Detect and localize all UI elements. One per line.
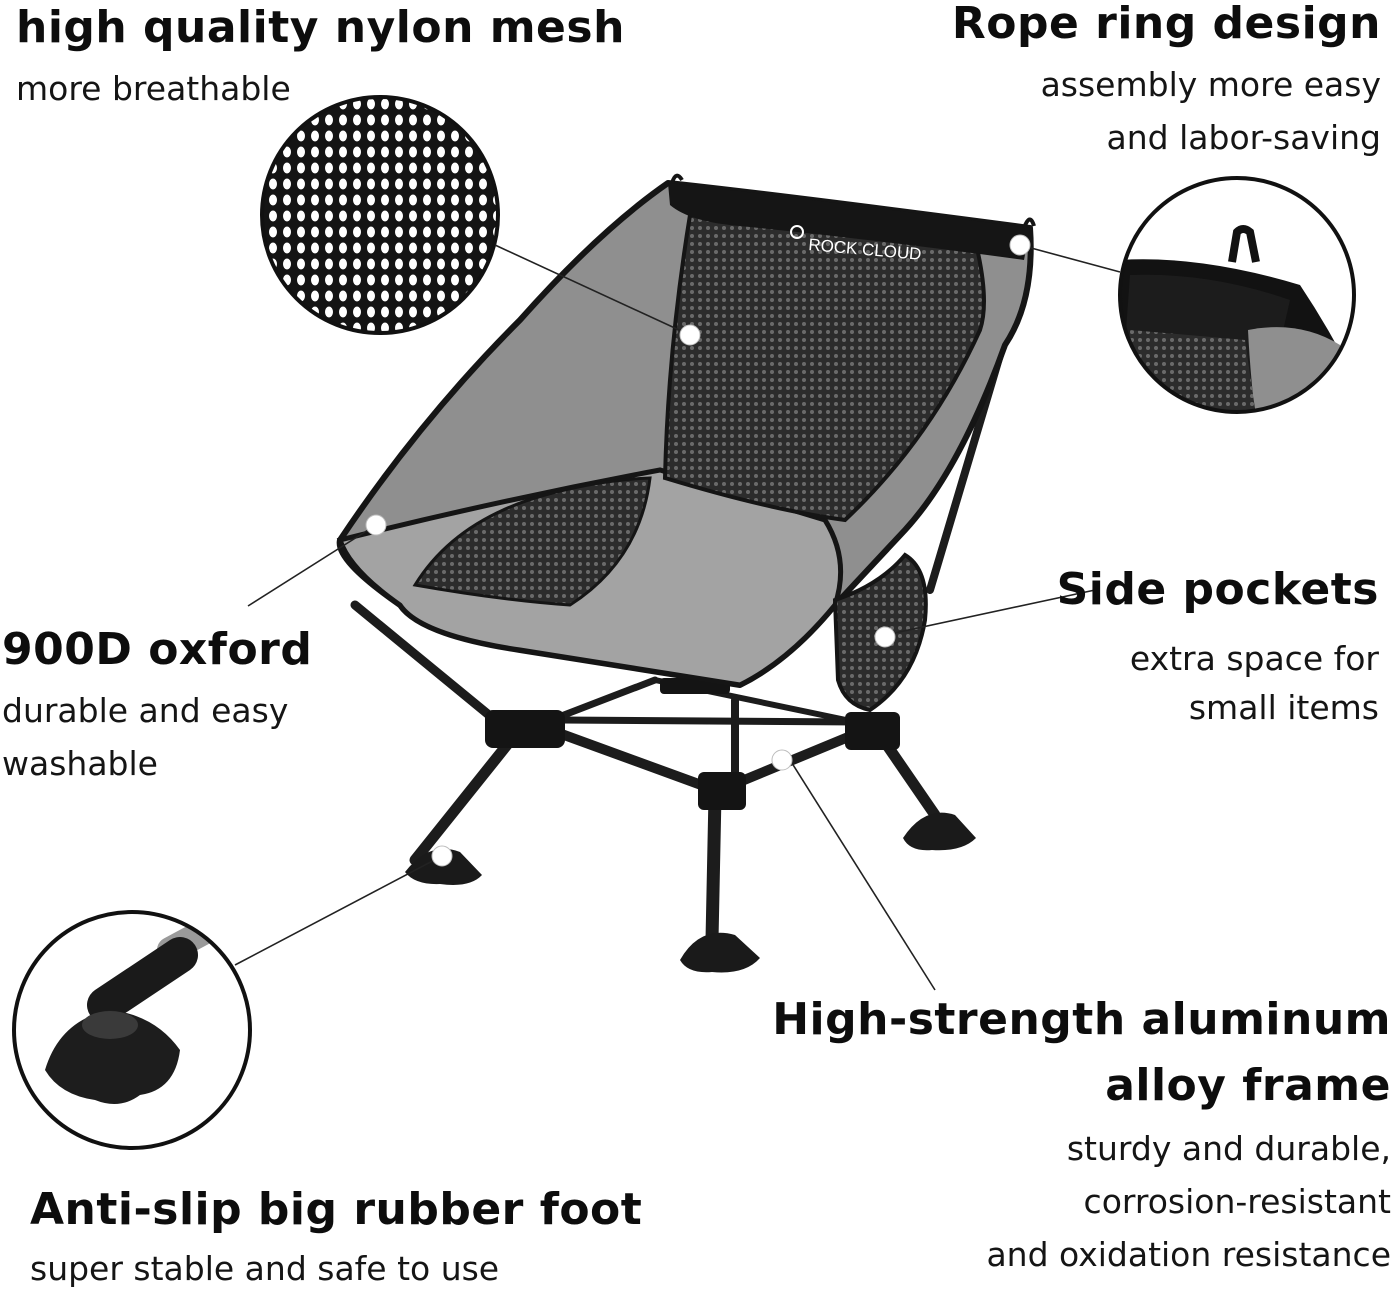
rubber-foot-closeup	[12, 910, 252, 1150]
feature-frame-desc-2: corrosion-resistant	[1083, 1182, 1391, 1221]
feature-oxford-desc-1: durable and easy	[2, 691, 289, 730]
marker-dots	[365, 234, 1031, 867]
feature-frame-desc-3: and oxidation resistance	[986, 1235, 1391, 1274]
feature-mesh: high quality nylon mesh more breathable	[16, 2, 625, 108]
feature-frame-desc-1: sturdy and durable,	[1066, 1129, 1391, 1168]
rubber-feet	[405, 812, 976, 973]
feature-foot-title: Anti-slip big rubber foot	[30, 1184, 643, 1235]
feature-rope-title: Rope ring design	[951, 0, 1381, 49]
top-binding	[668, 183, 1030, 260]
feature-pockets-desc-2: small items	[1188, 688, 1379, 727]
leader-lines	[234, 244, 1121, 991]
feature-frame: High-strength aluminum alloy frame sturd…	[772, 994, 1391, 1274]
feature-oxford-desc-2: washable	[2, 744, 158, 783]
feature-pockets: Side pockets extra space for small items	[1056, 564, 1379, 727]
feature-foot-desc: super stable and safe to use	[30, 1249, 500, 1288]
feature-mesh-title: high quality nylon mesh	[16, 2, 625, 53]
feature-pockets-desc-1: extra space for	[1129, 639, 1379, 678]
feature-oxford: 900D oxford durable and easy washable	[2, 624, 313, 783]
rope-ring-closeup	[1118, 176, 1356, 414]
feature-rope: Rope ring design assembly more easy and …	[951, 0, 1381, 157]
feature-rope-desc-2: and labor-saving	[1106, 118, 1381, 157]
feature-rope-desc-1: assembly more easy	[1040, 65, 1381, 104]
feature-mesh-desc: more breathable	[16, 69, 291, 108]
feature-foot: Anti-slip big rubber foot super stable a…	[30, 1184, 643, 1288]
seat-mesh-panel	[412, 476, 652, 607]
mesh-closeup	[260, 95, 500, 335]
feature-pockets-title: Side pockets	[1056, 564, 1379, 615]
feature-frame-title-1: High-strength aluminum	[772, 994, 1391, 1045]
feature-frame-title-2: alloy frame	[1105, 1060, 1391, 1111]
feature-oxford-title: 900D oxford	[2, 624, 313, 675]
